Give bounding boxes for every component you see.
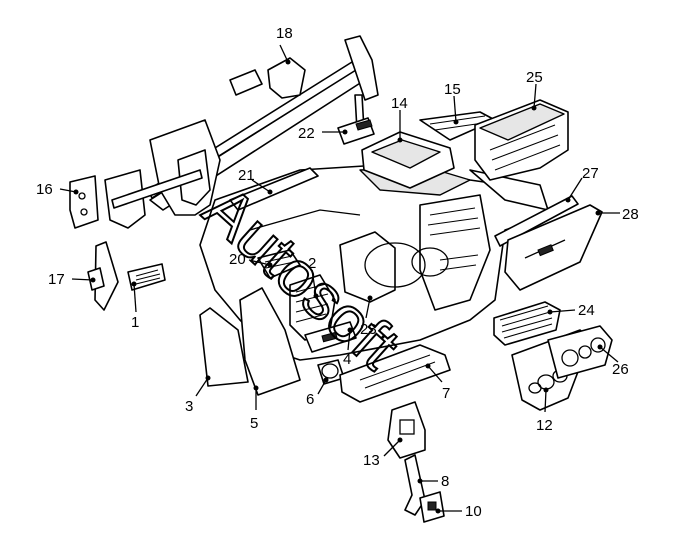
- left-side-panel: [239, 287, 301, 396]
- mounting-bracket: [87, 241, 119, 311]
- callout-23: 15: [444, 81, 461, 98]
- callout-26: 25: [526, 69, 543, 86]
- switch-panel: [304, 321, 357, 353]
- callout-10: 10: [465, 503, 482, 520]
- climate-control-panel: [547, 325, 613, 379]
- callout-20: 22: [298, 125, 315, 142]
- callout-4: 4: [343, 351, 351, 368]
- glovebox-lid: [504, 204, 603, 291]
- passenger-airbag: [474, 99, 569, 181]
- callout-2: 2: [308, 255, 316, 272]
- callout-12: 13: [363, 452, 380, 469]
- callout-17: 20: [229, 251, 246, 268]
- center-display-unit: [361, 131, 455, 189]
- callout-28: 28: [622, 206, 639, 223]
- small-clip: [419, 491, 445, 523]
- callout-3: 3: [185, 398, 193, 415]
- left-vent: [257, 249, 301, 279]
- cross-car-beam: [104, 35, 379, 229]
- dashboard-panel: [199, 164, 551, 361]
- callout-5: 5: [250, 415, 258, 432]
- callout-27: 27: [582, 165, 599, 182]
- glovebox-trim: [494, 195, 579, 247]
- trim-strip: [229, 167, 319, 211]
- callout-13: 12: [536, 417, 553, 434]
- callout-16: 18: [276, 25, 293, 42]
- callout-1: 1: [131, 314, 139, 331]
- end-cap: [199, 307, 249, 387]
- callout-7: 7: [442, 385, 450, 402]
- small-vent: [127, 263, 166, 291]
- side-bracket: [69, 175, 99, 229]
- callout-14: 16: [36, 181, 53, 198]
- callout-24: 24: [578, 302, 595, 319]
- callout-15: 17: [48, 271, 65, 288]
- center-bracket: [387, 401, 426, 459]
- lower-panel: [339, 344, 451, 403]
- callout-18: 21: [238, 167, 255, 184]
- center-vent-assembly: [493, 301, 561, 346]
- callout-25: 26: [612, 361, 629, 378]
- callout-21: 23: [360, 321, 377, 338]
- callout-labels: 18 16 17 1 3 5 20 21 2 22 23 4 6 7 13 8 …: [36, 25, 639, 520]
- leader-lines: [59, 44, 620, 514]
- callout-22: 14: [391, 95, 408, 112]
- small-module: [337, 117, 375, 145]
- callout-8: 8: [441, 473, 449, 490]
- callout-6: 6: [306, 391, 314, 408]
